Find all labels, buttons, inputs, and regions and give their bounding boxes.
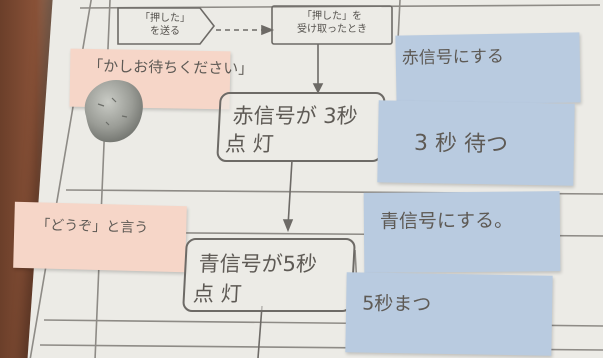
blue-note-set-red-text: 赤信号にする — [401, 46, 505, 69]
process-box-red-light: 赤信号が 3秒 点 灯 — [216, 92, 386, 162]
pink-note-go-ahead: 「どうぞ」と言う — [13, 201, 187, 273]
process-box-red-line2: 点 灯 — [224, 132, 275, 156]
blue-note-wait-5: 5秒まつ — [345, 272, 553, 356]
rock-paperweight — [84, 80, 143, 143]
process-box-green-line2: 点 灯 — [192, 282, 243, 306]
blue-note-wait-5-text: 5秒まつ — [361, 292, 432, 316]
blue-note-set-green: 青信号にする。 — [363, 191, 561, 273]
flow-receive-label: 「押した」を 受け取ったとき — [297, 11, 367, 35]
blue-note-wait-3: 3 秒 待つ — [377, 100, 575, 186]
pink-note-go-ahead-text: 「どうぞ」と言う — [36, 217, 149, 237]
flow-send-label: 「押した」 を送る — [140, 13, 190, 37]
blue-note-set-green-text: 青信号にする。 — [379, 209, 514, 233]
process-box-green-light: 青信号が5秒 点 灯 — [182, 238, 356, 312]
process-box-green-line1: 青信号が5秒 — [197, 252, 318, 276]
blue-note-wait-3-text: 3 秒 待つ — [413, 130, 509, 158]
process-box-red-line1: 赤信号が 3秒 — [231, 104, 359, 128]
blue-note-set-red: 赤信号にする — [395, 32, 581, 106]
